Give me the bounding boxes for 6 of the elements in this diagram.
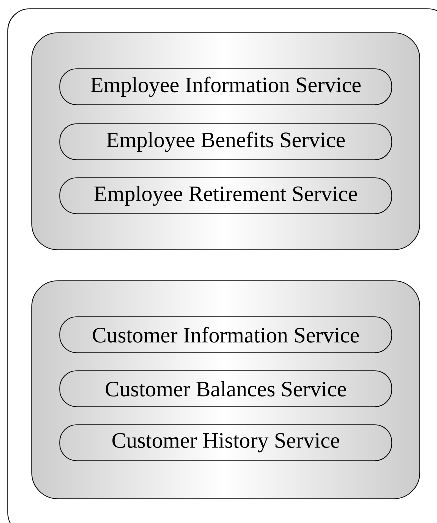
service-pill: Employee Benefits Service (60, 124, 392, 160)
service-pill: Customer Information Service (60, 316, 392, 354)
service-pill: Employee Retirement Service (60, 178, 392, 214)
service-pill: Customer Balances Service (60, 370, 392, 408)
service-pill: Customer History Service (60, 424, 392, 462)
service-pill: Employee Information Service (60, 68, 392, 106)
